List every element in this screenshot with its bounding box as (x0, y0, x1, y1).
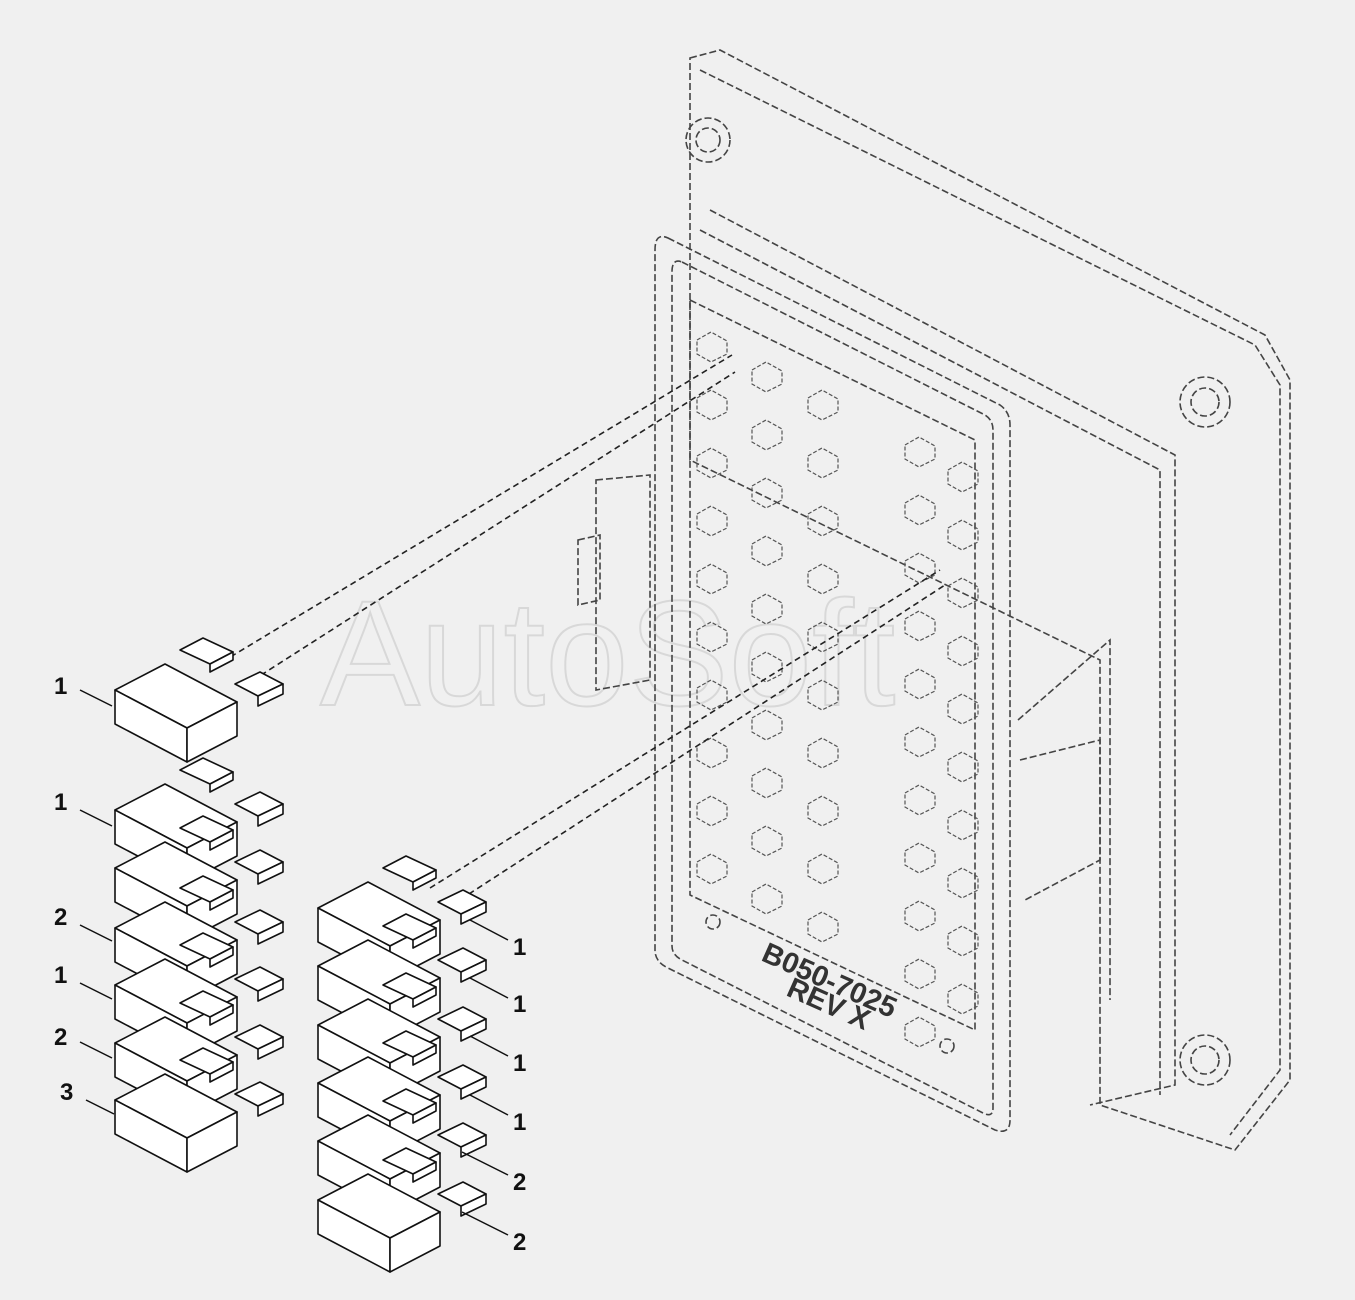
callout-right-6: 2 (513, 1229, 526, 1256)
fuse-slot (947, 751, 979, 783)
callout-left-5: 3 (60, 1079, 73, 1106)
fuse-slot (807, 563, 839, 595)
fuse-slot (904, 436, 936, 468)
fuse-slot (751, 709, 783, 741)
fuse-slot (904, 552, 936, 584)
watermark-text: AutoSoft (320, 569, 895, 737)
fuse-slot (751, 535, 783, 567)
fuse-slot (904, 842, 936, 874)
fuse-box-housing (577, 49, 1291, 1151)
fuse-slot (947, 925, 979, 957)
fuse-slot (751, 477, 783, 509)
fuse-slot (947, 577, 979, 609)
fuse-slot (696, 853, 728, 885)
fuse-slot (904, 900, 936, 932)
callout-top-fuse: 1 (54, 673, 67, 700)
fuse-slot (807, 621, 839, 653)
fuse-slot (947, 461, 979, 493)
fuse-slot (807, 389, 839, 421)
fuse-slot (696, 447, 728, 479)
fuse-slot (904, 726, 936, 758)
fuse-slot (947, 809, 979, 841)
fuse-slot (696, 389, 728, 421)
callout-left-2: 2 (54, 904, 67, 931)
fuse-slot (947, 983, 979, 1015)
insertion-leader-lines (221, 354, 946, 906)
fuse-slot (904, 784, 936, 816)
fuse-slot (696, 505, 728, 537)
fuse-slot (807, 679, 839, 711)
fuse-slot (904, 668, 936, 700)
fuse-slot (807, 737, 839, 769)
callout-right-5: 2 (513, 1169, 526, 1196)
fuse-slot (947, 635, 979, 667)
callout-right-2: 1 (513, 991, 526, 1018)
fuse-slot (904, 610, 936, 642)
fuse-single-top (114, 637, 284, 763)
fuse-slot (696, 737, 728, 769)
fuse-slot (696, 621, 728, 653)
fuse-slot (807, 853, 839, 885)
callout-right-3: 1 (513, 1050, 526, 1077)
callout-left-4: 2 (54, 1024, 67, 1051)
fuse-slot-grid (696, 331, 979, 1048)
callout-leaders (79, 689, 509, 1236)
fuse-slot (807, 505, 839, 537)
fuse-left-stack-6 (114, 1047, 284, 1173)
fuse-slot (696, 679, 728, 711)
fuse-slot (696, 795, 728, 827)
fuse-slot (807, 447, 839, 479)
fuse-slot (696, 563, 728, 595)
callout-right-4: 1 (513, 1109, 526, 1136)
callout-left-1: 1 (54, 789, 67, 816)
fuse-slot (807, 911, 839, 943)
fuse-slot (751, 419, 783, 451)
fuse-slot (947, 693, 979, 725)
fuse-slot (696, 331, 728, 363)
fuse-slot (751, 883, 783, 915)
fuse-right-stack-6 (317, 1147, 487, 1273)
fuse-slot (751, 825, 783, 857)
fuse-slot (947, 867, 979, 899)
fuse-slot (947, 519, 979, 551)
callout-right-1: 1 (513, 934, 526, 961)
fuse-slot (807, 795, 839, 827)
fuse-slot (751, 361, 783, 393)
fuse-slot (751, 593, 783, 625)
fuse-slot (751, 767, 783, 799)
fuse-slot (904, 958, 936, 990)
fuse-panel (654, 235, 1011, 1133)
fuse-slot (751, 651, 783, 683)
fuse-slot (904, 1016, 936, 1048)
fuse-set (114, 637, 487, 1273)
fuse-slot (904, 494, 936, 526)
callout-left-3: 1 (54, 962, 67, 989)
